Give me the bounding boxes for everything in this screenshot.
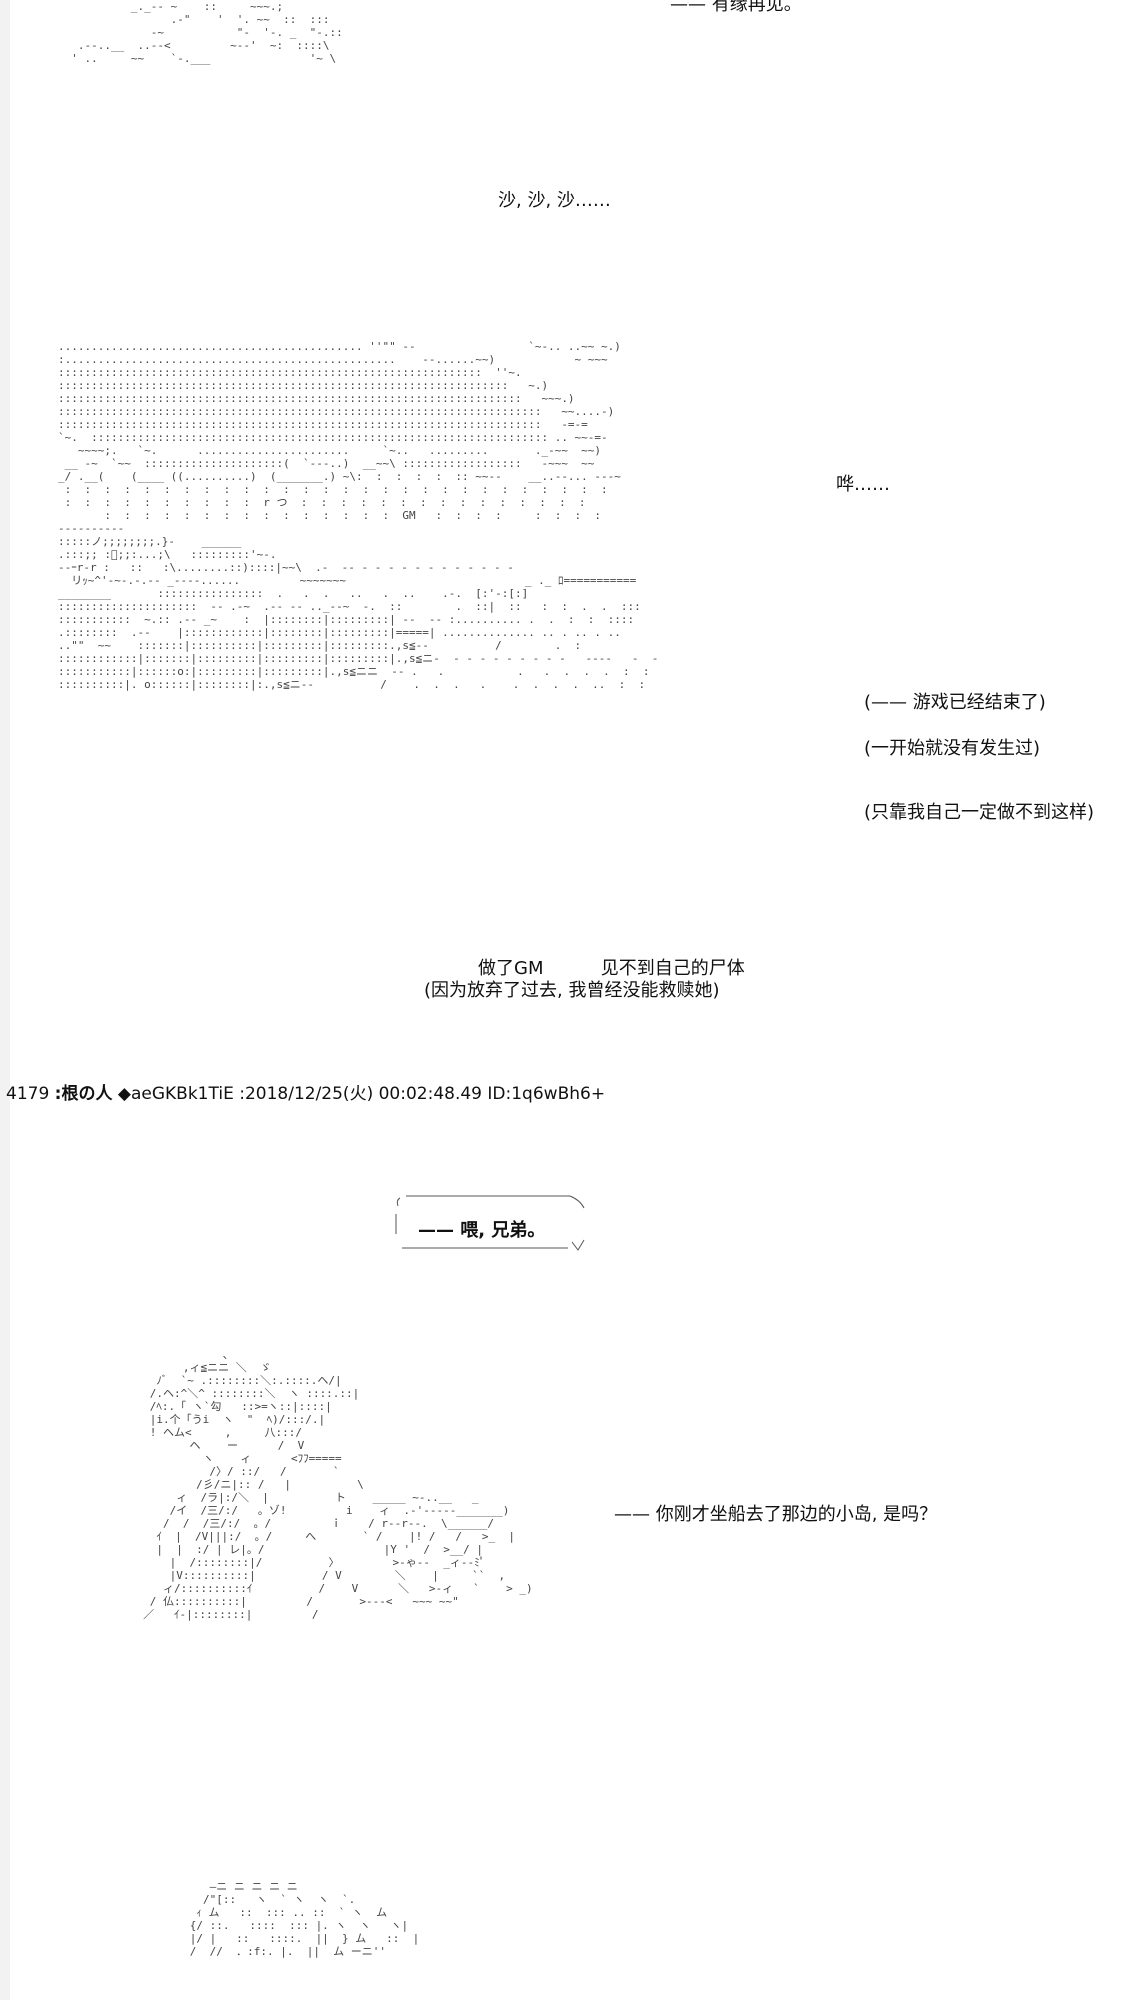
caption-gm: 做了GM 见不到自己的尸体 [478,958,745,979]
caption-reason: (因为放弃了过去, 我曾经没能救赎她) [424,980,720,1001]
sound-crash: 哗…… [836,474,890,495]
bubble-outline [395,1195,585,1251]
post-header: 4179 :根の人 ◆aeGKBk1TiE :2018/12/25(火) 00:… [6,1084,606,1104]
thought-never-happened: (一开始就没有发生过) [864,738,1041,759]
post-id[interactable]: ID:1q6wBh6+ [487,1084,606,1104]
speech-bubble-text: —— 喂, 兄弟。 [418,1220,546,1241]
ascii-art-character: 、 ,ィ≦ニニ ＼ ゞ ﾉﾞ `~ .::::::::＼:.::::.ヘ/| /… [143,1348,533,1621]
post-trip: ◆aeGKBk1TiE [117,1084,234,1104]
thought-not-alone: (只靠我自己一定做不到这样) [864,802,1095,823]
dialogue-island: —— 你刚才坐船去了那边的小岛, 是吗？ [614,1504,938,1525]
ascii-art-character-bottom: ―ニ ニ ニ ニ ニ /"[:: ヽ ` ヽ ヽ `. ｨ ム :: ::: .… [189,1880,420,1958]
thought-game-over: (—— 游戏已经结束了) [864,692,1046,713]
sound-sand: 沙, 沙, 沙…… [498,190,611,211]
post-date: 2018/12/25(火) 00:02:48.49 [244,1084,482,1104]
post-number: 4179 [6,1084,50,1104]
top-caption: —— 有缘再见。 [670,0,802,15]
left-margin [0,0,10,2000]
post-author[interactable]: 根の人 [61,1084,113,1104]
speech-bubble [392,1192,585,1258]
ascii-art-sea: ........................................… [58,340,659,691]
ascii-art-cliff: _._-- ~ :: ~~~.; .-" ' '. ~~ :: ::: -~ "… [71,0,343,65]
